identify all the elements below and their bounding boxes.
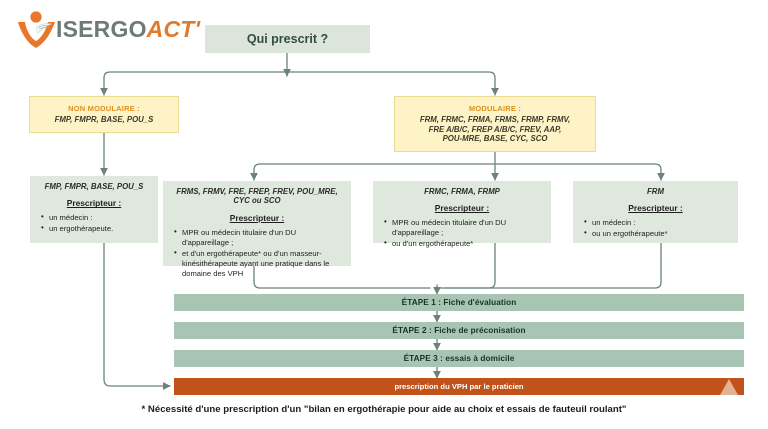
brand-wordmark: ISERGOACT': [56, 15, 201, 42]
etape-label: ÉTAPE 2 : Fiche de préconisation: [392, 326, 526, 335]
footnote: * Nécessité d'une prescription d'un "bil…: [141, 404, 627, 415]
triangle-icon: [720, 379, 738, 395]
prescriber-codes: FRMS, FRMV, FRE, FREP, FREV, POU_MRE, CY…: [176, 187, 338, 206]
prescriber-list: MPR ou médecin titulaire d'un DU d'appar…: [170, 227, 344, 279]
root-question-box: Qui prescrit ?: [205, 25, 370, 53]
etape-label: ÉTAPE 3 : essais à domicile: [403, 354, 515, 363]
category-box-modulaire: MODULAIRE : FRM, FRMC, FRMA, FRMS, FRMP,…: [394, 96, 596, 152]
etape-bar-1: ÉTAPE 1 : Fiche d'évaluation: [174, 294, 744, 311]
category-title: NON MODULAIRE :: [68, 104, 140, 114]
list-item: ou d'un ergothérapeute*: [384, 238, 544, 249]
brand-name-part2: ACT': [146, 15, 201, 42]
etape-bar-3: ÉTAPE 3 : essais à domicile: [174, 350, 744, 367]
brand-logo: ISERGOACT': [14, 6, 204, 52]
prescriber-codes: FMP, FMPR, BASE, POU_S: [44, 182, 144, 191]
prescriber-heading: Prescripteur :: [66, 198, 122, 209]
root-question-label: Qui prescrit ?: [246, 32, 329, 46]
category-codes-line: POU-MRE, BASE, CYC, SCO: [442, 134, 548, 144]
prescriber-codes: FRMC, FRMA, FRMP: [424, 187, 500, 196]
category-box-non-modulaire: NON MODULAIRE : FMP, FMPR, BASE, POU_S: [29, 96, 179, 133]
category-title: MODULAIRE :: [468, 103, 522, 113]
prescriber-heading: Prescripteur :: [229, 212, 285, 223]
category-codes-line: FRE A/B/C, FREP A/B/C, FREV, AAP,: [428, 124, 562, 134]
category-codes-line: FRM, FRMC, FRMA, FRMS, FRMP, FRMV,: [419, 114, 571, 124]
final-prescription-bar: prescription du VPH par le praticien: [174, 378, 744, 395]
prescriber-heading: Prescripteur :: [434, 203, 490, 214]
prescriber-list: un médecin : ou un ergothérapeute*: [580, 217, 731, 239]
prescriber-codes: FRM: [647, 187, 664, 196]
list-item: ou un ergothérapeute*: [584, 228, 731, 239]
prescriber-heading: Prescripteur :: [628, 203, 683, 214]
etape-label: ÉTAPE 1 : Fiche d'évaluation: [401, 298, 517, 307]
category-codes-line: FMP, FMPR, BASE, POU_S: [54, 115, 154, 125]
prescriber-box-4: FRM Prescripteur : un médecin : ou un er…: [573, 181, 738, 243]
prescriber-box-2: FRMS, FRMV, FRE, FREP, FREV, POU_MRE, CY…: [163, 181, 351, 278]
list-item: MPR ou médecin titulaire d'un DU d'appar…: [384, 217, 544, 238]
list-item: et d'un ergothérapeute* ou d'un masseur-…: [174, 248, 344, 279]
prescriber-box-3: FRMC, FRMA, FRMP Prescripteur : MPR ou m…: [373, 181, 551, 249]
prescriber-box-1: FMP, FMPR, BASE, POU_S Prescripteur : un…: [30, 176, 158, 243]
brand-name-part1: ISERGO: [56, 15, 147, 42]
list-item: un médecin :: [41, 212, 151, 223]
prescriber-list: un médecin : un ergothérapeute.: [37, 212, 151, 234]
list-item: un ergothérapeute.: [41, 223, 151, 234]
prescriber-list: MPR ou médecin titulaire d'un DU d'appar…: [380, 217, 544, 249]
category-codes: FMP, FMPR, BASE, POU_S: [55, 115, 154, 125]
list-item: un médecin :: [584, 217, 731, 228]
etape-bar-2: ÉTAPE 2 : Fiche de préconisation: [174, 322, 744, 339]
final-prescription-label: prescription du VPH par le praticien: [394, 382, 524, 391]
list-item: MPR ou médecin titulaire d'un DU d'appar…: [174, 227, 344, 248]
category-codes: FRM, FRMC, FRMA, FRMS, FRMP, FRMV, FRE A…: [420, 115, 570, 145]
person-v-logo-icon: [14, 8, 62, 50]
